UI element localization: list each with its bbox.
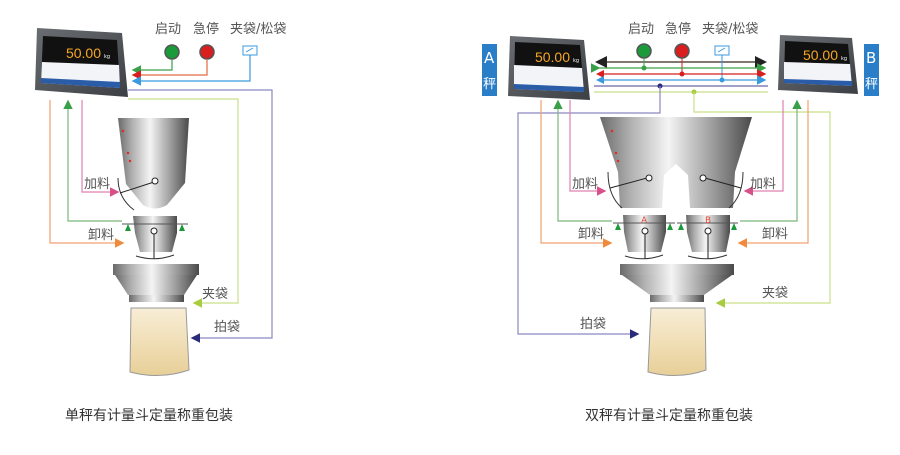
bagging-funnel	[113, 264, 199, 302]
scale-b-letter: B	[866, 49, 876, 67]
weight-signal-line	[63, 99, 122, 222]
weighing-indicator: 50.00 kg	[35, 28, 128, 97]
clamp-signal-line	[131, 55, 251, 86]
weighing-indicator-b: 50.00 kg	[778, 35, 858, 94]
start-label: 启动	[628, 22, 654, 37]
feed-label: 加料	[84, 177, 110, 192]
feed-label-a: 加料	[572, 177, 598, 192]
storage-hopper	[117, 118, 189, 211]
clamp-bag-label: 夹袋	[202, 287, 228, 302]
emergency-stop-button[interactable]	[199, 44, 215, 60]
emergency-stop-button[interactable]	[674, 43, 690, 59]
bag	[129, 307, 190, 376]
weigh-hopper-b: B	[677, 215, 738, 260]
load-cell-icon	[125, 224, 131, 231]
start-button[interactable]	[636, 43, 652, 59]
scale-a-tag	[482, 44, 497, 96]
scale-b-word: 秤	[865, 77, 878, 92]
start-signal-line	[131, 59, 173, 75]
feed-line	[81, 100, 120, 197]
double-storage-hopper	[600, 117, 752, 209]
clamp-bag-label: 夹袋	[762, 286, 788, 301]
feed-line-a	[569, 100, 607, 196]
bagging-funnel	[620, 264, 734, 302]
discharge-line-a	[540, 100, 613, 248]
clamp-release-label: 夹袋/松袋	[702, 22, 758, 37]
feed-label-b: 加料	[750, 177, 776, 192]
pat-bag-line	[128, 89, 273, 343]
weight-signal-line-a	[553, 99, 612, 222]
stop-signal-line	[131, 59, 208, 80]
weight-reading-a: 50.00	[535, 49, 570, 65]
hopper-a-label: A	[641, 216, 648, 226]
double-scale-diagram: A 秤 B 秤 50.00 kg 50.00 kg 启动 急停 夹袋/松袋	[482, 21, 879, 424]
clamp-release-label: 夹袋/松袋	[230, 22, 286, 37]
stop-label: 急停	[665, 21, 691, 37]
stop-label: 急停	[193, 21, 219, 37]
weighing-indicator-a: 50.00 kg	[508, 36, 590, 100]
discharge-line	[49, 100, 125, 248]
start-button[interactable]	[164, 44, 180, 60]
discharge-label-a: 卸料	[578, 226, 604, 242]
weight-reading: 50.00	[66, 45, 101, 61]
load-cell-icon	[179, 224, 185, 231]
weight-reading-b: 50.00	[803, 47, 838, 63]
double-caption: 双秤有计量斗定量称重包装	[585, 408, 753, 424]
scale-a-letter: A	[484, 49, 495, 67]
bag	[647, 307, 707, 376]
clamp-switch-icon[interactable]	[714, 45, 730, 56]
hopper-b-label: B	[705, 216, 711, 226]
discharge-line-b	[737, 100, 809, 248]
weigh-hopper	[122, 216, 188, 260]
single-scale-diagram: 50.00 kg 启动 急停 夹袋/松袋 加料 卸料 夹袋 拍袋	[35, 21, 286, 424]
weigh-hopper-a: A	[613, 215, 675, 260]
single-caption: 单秤有计量斗定量称重包装	[65, 408, 233, 424]
pat-bag-label: 拍袋	[214, 320, 240, 335]
clamp-bag-line	[693, 92, 831, 308]
start-label: 启动	[155, 22, 181, 37]
weight-unit: kg	[104, 54, 110, 60]
weight-unit-b: kg	[841, 56, 847, 62]
scale-a-word: 秤	[483, 77, 496, 92]
pat-bag-line	[517, 86, 661, 339]
clamp-bag-line	[128, 98, 239, 308]
weight-unit-a: kg	[573, 58, 579, 64]
clamp-switch-icon[interactable]	[242, 45, 258, 56]
discharge-label: 卸料	[88, 227, 114, 243]
scale-b-tag	[864, 44, 879, 96]
weight-signal-line-b	[740, 99, 802, 222]
feed-line-b	[743, 100, 784, 196]
pat-bag-label: 拍袋	[580, 317, 606, 332]
discharge-label-b: 卸料	[762, 226, 788, 242]
